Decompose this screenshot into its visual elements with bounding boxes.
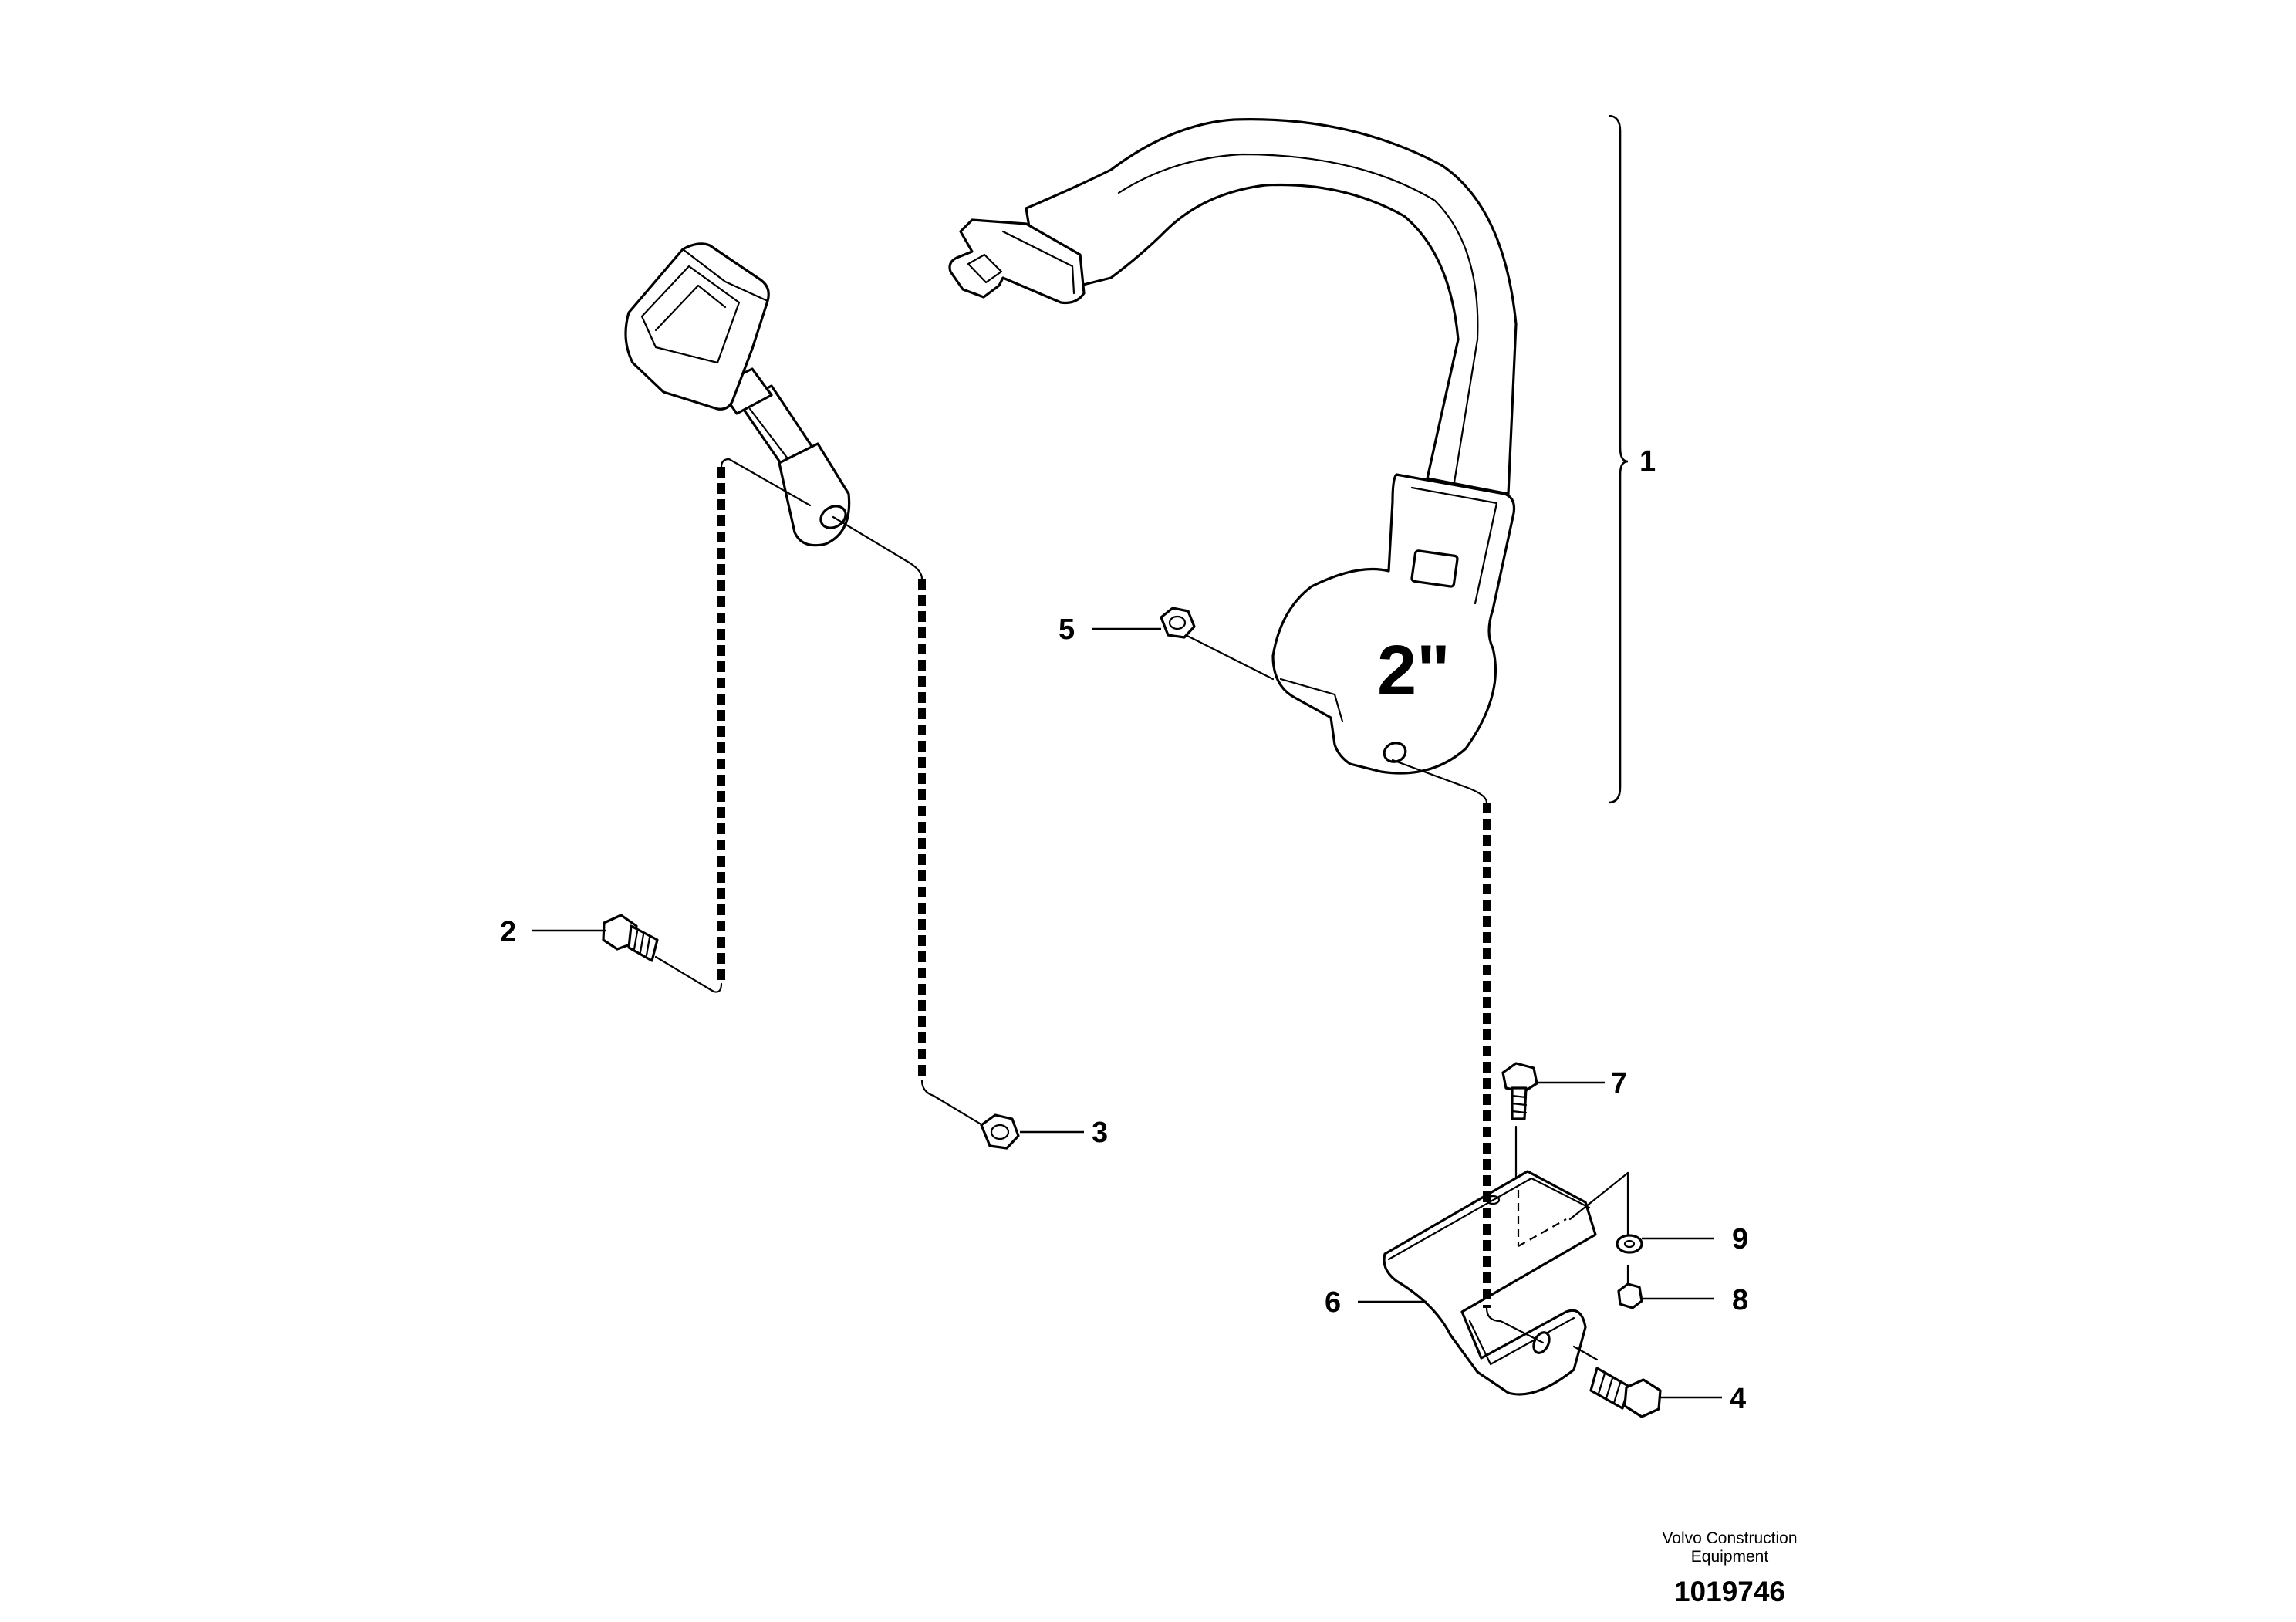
bolt-item-2 [602,914,659,962]
maker-name-line2: Equipment [1691,1548,1769,1566]
bracket-item-1 [1608,114,1629,804]
callout-9: 9 [1732,1223,1748,1255]
callout-1: 1 [1639,445,1656,478]
belt-width-label: 2" [1377,631,1450,710]
callout-7: 7 [1611,1067,1627,1100]
bolt-item-4 [1589,1367,1662,1418]
bolt-item-7 [1501,1062,1538,1120]
washer-item-9 [1616,1234,1643,1254]
callout-4: 4 [1730,1383,1746,1415]
callout-5: 5 [1059,613,1075,646]
retractor-belt-assembly: 2" [948,118,1518,775]
callout-6: 6 [1325,1286,1341,1319]
drawing-number: 1019746 [1674,1576,1785,1607]
buckle-assembly [624,242,851,547]
nut-item-8 [1617,1282,1643,1309]
maker-name-line1: Volvo Construction [1662,1529,1797,1547]
nut-item-3 [980,1113,1020,1150]
callout-2: 2 [500,916,516,948]
nut-item-5 [1160,607,1196,639]
callout-8: 8 [1732,1284,1748,1316]
callout-3: 3 [1092,1117,1108,1149]
